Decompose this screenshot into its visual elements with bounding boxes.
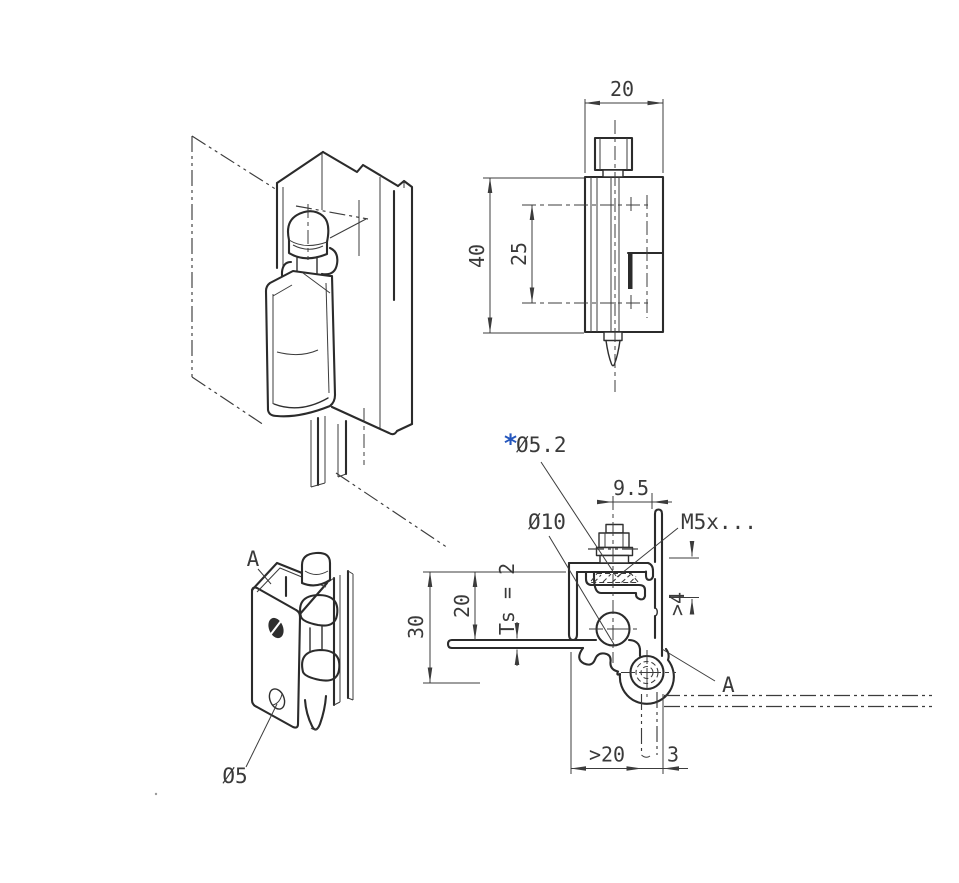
front-view: 20 40 25 — [465, 77, 665, 392]
section-labels: * Ø5.2 Ø10 M5x... A — [504, 429, 757, 697]
dim-gap-4: >4 — [665, 592, 689, 616]
phantom-door-positions — [640, 692, 933, 758]
pin-knob — [286, 204, 330, 277]
frame-channel — [275, 150, 414, 488]
dim-edge-3: 3 — [667, 743, 679, 767]
iso-part-view: A Ø5 — [222, 547, 354, 788]
weld-nut-hidden — [588, 572, 640, 584]
label-star: * — [504, 429, 517, 458]
dim-pitch-25: 25 — [507, 242, 531, 266]
label-hole-clearance: Ø5.2 — [516, 433, 567, 457]
dim-sheet-thickness: Ts = 2 — [495, 563, 519, 635]
dim-offset-95: 9.5 — [613, 476, 649, 500]
front-view-part — [522, 120, 665, 392]
dim-width-20: 20 — [610, 77, 634, 101]
dim-depth-20: >20 — [589, 743, 625, 767]
artifact-dot — [154, 792, 158, 796]
iso-assembly-view — [154, 135, 449, 796]
section-dimensions: 30 20 Ts = 2 >4 9.5 >20 3 — [404, 476, 699, 774]
dim-total-30: 30 — [404, 615, 428, 639]
label-knuckle-dia: Ø10 — [528, 510, 566, 534]
label-section-a: A — [247, 547, 260, 571]
label-section-a-right: A — [722, 673, 735, 697]
part-bracket — [250, 561, 354, 729]
iso-part-labels: A Ø5 — [222, 547, 278, 788]
spring-pin — [299, 551, 341, 731]
label-pin-dia: Ø5 — [222, 764, 247, 788]
label-thread: M5x... — [681, 510, 757, 534]
hinge-body — [264, 269, 337, 418]
dim-upper-20: 20 — [450, 594, 474, 618]
section-view: 30 20 Ts = 2 >4 9.5 >20 3 — [404, 429, 933, 774]
mounting-holes — [268, 617, 286, 710]
pin-hidden-circles — [621, 650, 676, 697]
hinge-leaf-curl — [578, 646, 675, 705]
screw — [588, 523, 641, 564]
door-sheet — [446, 638, 642, 658]
front-view-dimensions: 20 40 25 — [465, 77, 664, 334]
dim-height-40: 40 — [465, 244, 489, 268]
